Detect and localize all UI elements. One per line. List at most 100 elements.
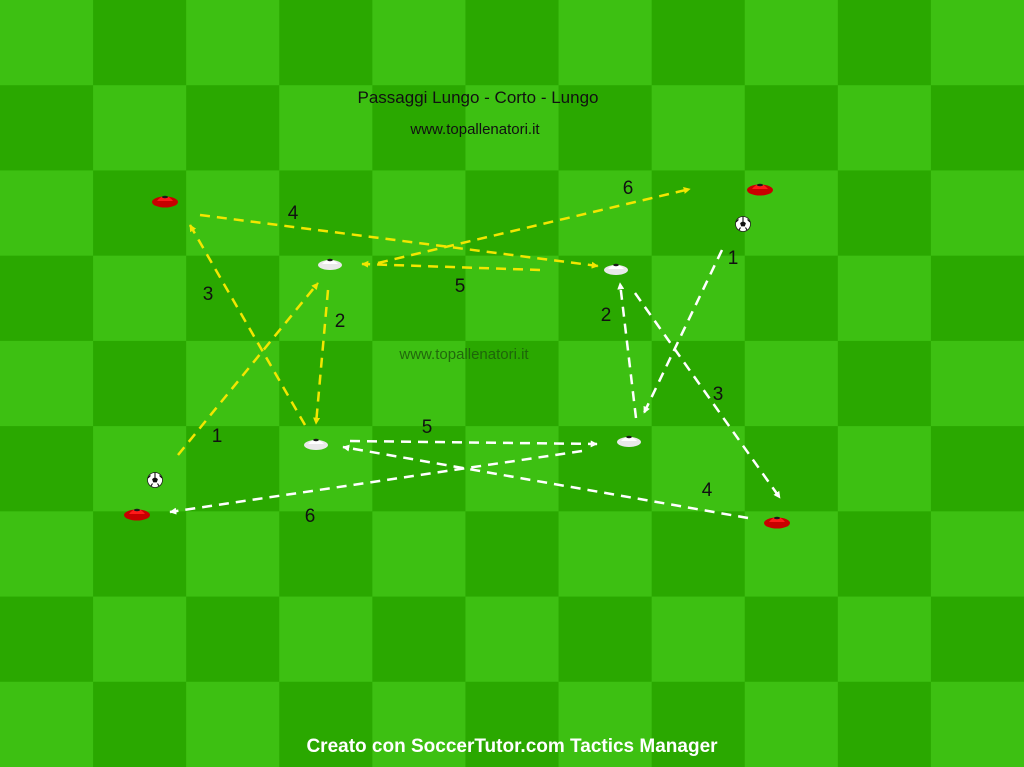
grass-tile bbox=[279, 426, 373, 512]
grass-tile bbox=[372, 255, 466, 342]
pass-number-4-right: 4 bbox=[702, 480, 713, 501]
diagram-subtitle: www.topallenatori.it bbox=[409, 121, 540, 138]
grass-tile bbox=[651, 681, 746, 767]
pass-arrow-5-left bbox=[361, 260, 541, 272]
grass-tile bbox=[651, 170, 746, 257]
grass-tile bbox=[279, 85, 373, 171]
grass-tile bbox=[186, 596, 280, 683]
grass-tile bbox=[93, 681, 187, 767]
grass-tile bbox=[186, 0, 280, 86]
grass-tile bbox=[465, 511, 560, 598]
grass-tile bbox=[372, 681, 466, 767]
grass-tile bbox=[651, 511, 746, 598]
red-cone bbox=[152, 195, 178, 208]
grass-tile bbox=[837, 340, 932, 427]
grass-tile bbox=[279, 596, 373, 683]
pass-arrow-5-right bbox=[349, 439, 598, 448]
grass-tile bbox=[930, 170, 1024, 257]
grass-tile bbox=[930, 681, 1024, 767]
pass-arrow-6-right bbox=[169, 449, 583, 515]
grass-tile bbox=[558, 511, 653, 598]
grass-tile bbox=[0, 511, 94, 598]
grass-tile bbox=[837, 596, 932, 683]
grass-tile bbox=[465, 681, 560, 767]
grass-tile bbox=[0, 255, 94, 342]
pass-arrow-4-right bbox=[342, 444, 749, 520]
red-cone bbox=[747, 183, 773, 196]
pass-arrow-3-left bbox=[188, 224, 307, 426]
grass-tile bbox=[0, 85, 94, 171]
grass-tile bbox=[837, 0, 932, 86]
pass-number-1-right: 1 bbox=[728, 248, 739, 269]
grass-tile bbox=[930, 426, 1024, 512]
grass-tile bbox=[93, 596, 187, 683]
white-cone bbox=[604, 263, 628, 275]
grass-tile bbox=[465, 340, 560, 427]
grass-tile bbox=[744, 0, 839, 86]
grass-tile bbox=[279, 170, 373, 257]
grass-tile bbox=[930, 85, 1024, 171]
grass-tile bbox=[0, 340, 94, 427]
red-cone bbox=[124, 508, 150, 521]
grass-tile bbox=[744, 511, 839, 598]
pass-arrow-2-left bbox=[313, 289, 330, 425]
grass-tile bbox=[744, 170, 839, 257]
grass-tile bbox=[837, 85, 932, 171]
grass-tile bbox=[837, 511, 932, 598]
grass-tile bbox=[558, 681, 653, 767]
grass-tile bbox=[186, 170, 280, 257]
grass-tile bbox=[465, 170, 560, 257]
grass-tile bbox=[186, 681, 280, 767]
grass-tile bbox=[186, 511, 280, 598]
grass-tile bbox=[186, 426, 280, 512]
grass-tile bbox=[930, 0, 1024, 86]
grass-tile bbox=[558, 340, 653, 427]
grass-tile bbox=[93, 85, 187, 171]
grass-tile bbox=[0, 426, 94, 512]
grass-tile bbox=[93, 511, 187, 598]
grass-tile bbox=[744, 426, 839, 512]
left-exercise: 1 2 3 4 5 6 bbox=[177, 178, 691, 456]
pass-arrow-6-left bbox=[377, 187, 691, 265]
grass-tile bbox=[744, 85, 839, 171]
pass-number-3-right: 3 bbox=[713, 384, 724, 405]
pass-arrow-1-right bbox=[642, 249, 724, 414]
grass-tile bbox=[837, 255, 932, 342]
pass-number-1-left: 1 bbox=[212, 426, 223, 447]
pass-number-4-left: 4 bbox=[288, 203, 299, 224]
soccer-ball-icon bbox=[735, 216, 751, 232]
grass-tile bbox=[651, 85, 746, 171]
soccer-ball-icon bbox=[147, 472, 163, 488]
grass-tile bbox=[93, 340, 187, 427]
grass-tile bbox=[372, 511, 466, 598]
grass-tile bbox=[279, 340, 373, 427]
pass-number-2-right: 2 bbox=[601, 305, 612, 326]
grass-tile bbox=[0, 596, 94, 683]
grass-tile bbox=[744, 255, 839, 342]
red-cone bbox=[764, 516, 790, 529]
grass-tile bbox=[930, 255, 1024, 342]
grass-tile bbox=[372, 426, 466, 512]
grass-tile bbox=[930, 340, 1024, 427]
pass-number-5-left: 5 bbox=[455, 276, 466, 297]
grass-tile bbox=[93, 255, 187, 342]
grass-tile bbox=[837, 170, 932, 257]
grass-tile bbox=[744, 596, 839, 683]
grass-tile bbox=[0, 0, 94, 86]
grass-tile bbox=[372, 596, 466, 683]
white-cone bbox=[617, 435, 641, 447]
pass-arrow-2-right bbox=[617, 282, 638, 419]
pass-arrow-3-right bbox=[633, 292, 782, 499]
grass-tile bbox=[93, 0, 187, 86]
pass-number-5-right: 5 bbox=[422, 417, 433, 438]
pass-number-3-left: 3 bbox=[203, 284, 214, 305]
grass-tile bbox=[372, 170, 466, 257]
right-exercise: 1 2 3 4 5 6 bbox=[169, 248, 782, 527]
pass-number-6-left: 6 bbox=[623, 178, 634, 199]
grass-tile bbox=[744, 681, 839, 767]
watermark-text: www.topallenatori.it bbox=[398, 346, 529, 363]
pass-arrow-1-left bbox=[177, 282, 319, 456]
grass-tile bbox=[279, 0, 373, 86]
